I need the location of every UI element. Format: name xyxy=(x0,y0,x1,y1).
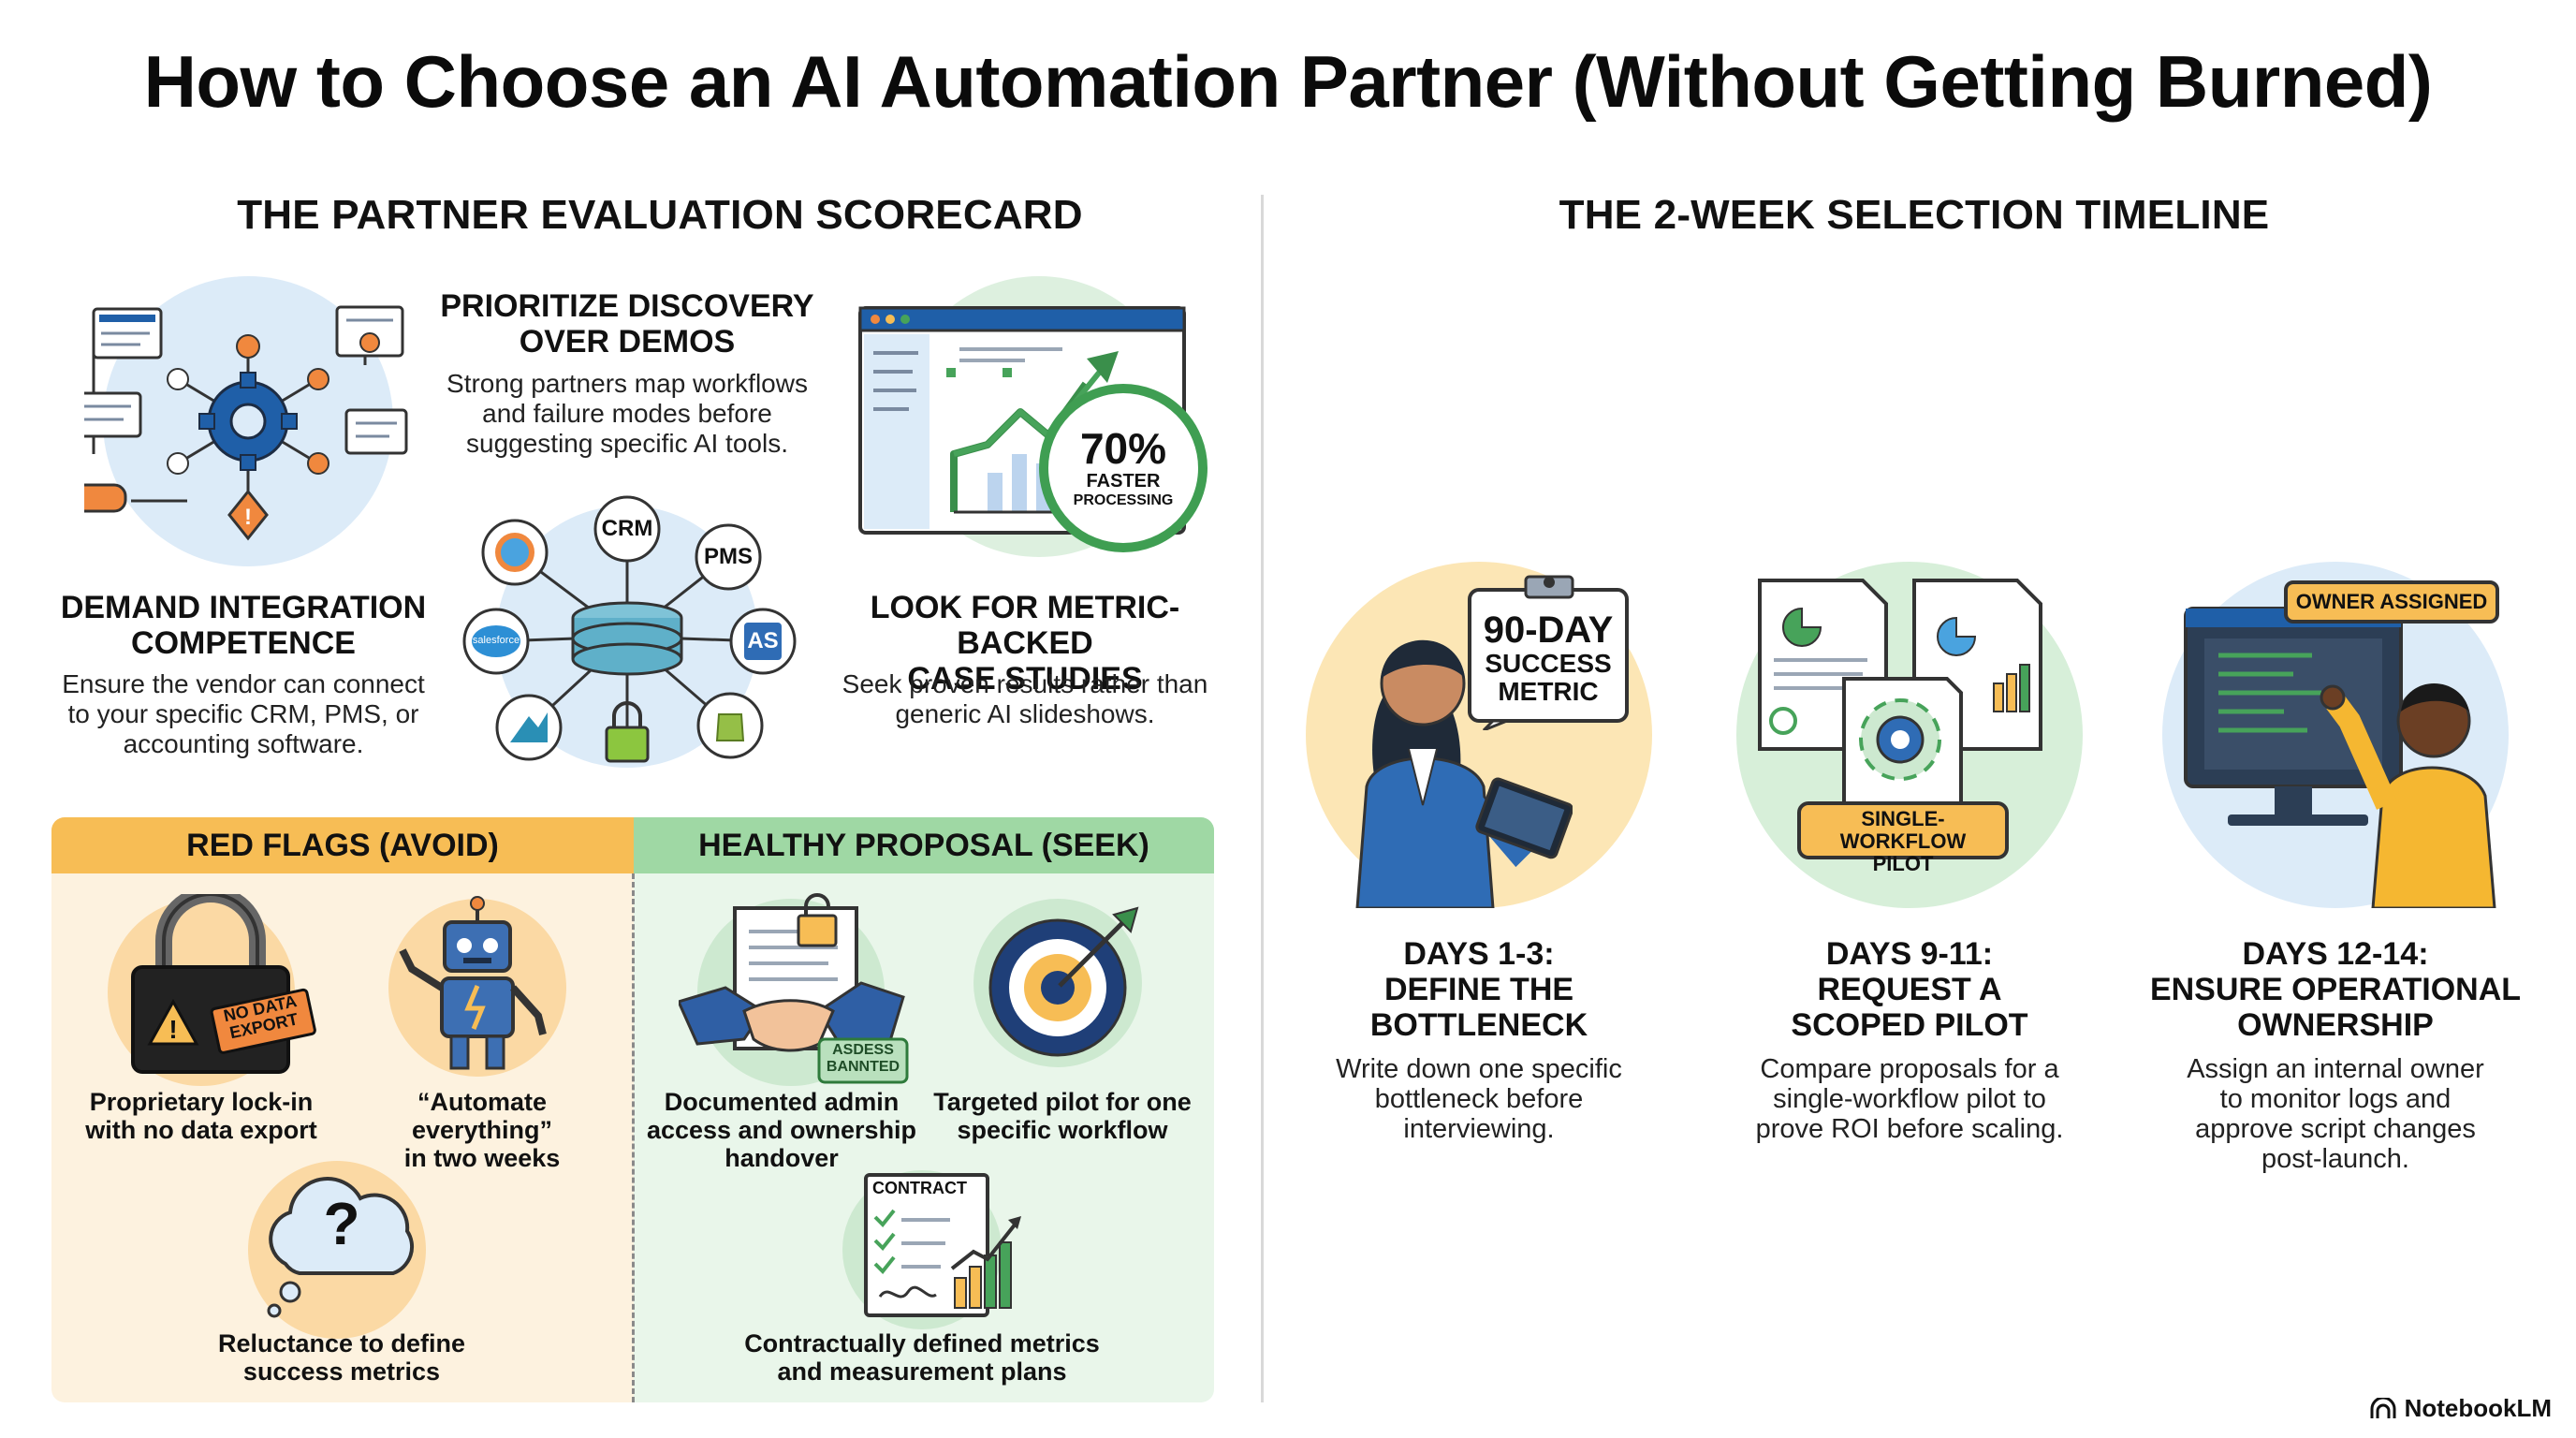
step2-heading: DAYS 9-11: REQUEST A SCOPED PILOT xyxy=(1791,936,2028,1043)
contract-document-icon xyxy=(864,1173,1021,1317)
metric-badge-text: 70% FASTER PROCESSING xyxy=(1073,424,1174,508)
integration-title: DEMAND INTEGRATION COMPETENCE xyxy=(60,590,427,661)
step2-body: Compare proposals for a single-workflow … xyxy=(1755,1054,2064,1144)
step1-heading: DAYS 1-3: DEFINE THE BOTTLENECK xyxy=(1369,936,1588,1043)
timeline-heading: THE 2-WEEK SELECTION TIMELINE xyxy=(1559,192,2270,238)
crm-node-label: CRM xyxy=(601,516,653,541)
question-mark: ? xyxy=(323,1190,360,1257)
metric-badge xyxy=(1039,384,1208,552)
metrics-body: Seek proven results rather than generic … xyxy=(842,669,1208,728)
discovery-title: PRIORITIZE DISCOVERY OVER DEMOS xyxy=(440,288,814,360)
red-flags-heading: RED FLAGS (AVOID) xyxy=(51,817,634,873)
question-cloud-icon xyxy=(267,1177,415,1318)
red-flag-no-metrics: Reluctance to define success metrics xyxy=(217,1329,466,1386)
clipboard-badge-icon xyxy=(1468,575,1629,730)
database-hub-icon xyxy=(462,495,797,763)
contract-label: CONTRACT xyxy=(872,1179,967,1197)
step1-body: Write down one specific bottleneck befor… xyxy=(1336,1054,1622,1144)
healthy-proposal-heading: HEALTHY PROPOSAL (SEEK) xyxy=(634,817,1214,873)
notebooklm-logo-icon xyxy=(2370,1397,2396,1418)
man-monitor-icon xyxy=(2184,607,2496,908)
integration-body: Ensure the vendor can connect to your sp… xyxy=(62,669,425,758)
padlock-icon: ! xyxy=(131,894,316,1074)
healthy-targeted-pilot: Targeted pilot for one specific workflow xyxy=(933,1088,1192,1144)
brand-name: NotebookLM xyxy=(2404,1394,2552,1422)
success-metric-badge: 90-DAY SUCCESS METRIC xyxy=(1483,609,1614,706)
healthy-admin-access: Documented admin access and ownership ha… xyxy=(646,1088,917,1172)
workflow-map-icon: ! xyxy=(84,305,408,541)
documents-gear-icon xyxy=(1758,579,2042,859)
as-node-label: AS xyxy=(747,628,779,653)
svg-text:!: ! xyxy=(168,1015,177,1044)
panel-divider xyxy=(632,873,635,1402)
salesforce-node-label: salesforce xyxy=(472,635,520,646)
notebooklm-brand: NotebookLM xyxy=(2369,1394,2552,1423)
discovery-body: Strong partners map workflows and failur… xyxy=(446,369,808,458)
target-icon xyxy=(988,906,1139,1057)
pms-node-label: PMS xyxy=(703,544,753,569)
metrics-title: LOOK FOR METRIC-BACKED CASE STUDIES xyxy=(870,590,1180,697)
red-flag-lock-in: Proprietary lock-in with no data export xyxy=(85,1088,317,1144)
step3-heading: DAYS 12-14: ENSURE OPERATIONAL OWNERSHIP xyxy=(2149,936,2522,1043)
scorecard-heading: THE PARTNER EVALUATION SCORECARD xyxy=(237,192,1083,238)
owner-assigned-badge: OWNER ASSIGNED xyxy=(2284,580,2499,624)
handshake-document-icon xyxy=(679,893,909,1084)
robot-icon xyxy=(399,896,547,1070)
single-workflow-pilot-badge: SINGLE-WORKFLOW PILOT xyxy=(1839,807,1967,875)
section-divider xyxy=(1261,195,1264,1402)
page-title: How to Choose an AI Automation Partner (… xyxy=(143,40,2433,123)
healthy-contract-metrics: Contractually defined metrics and measur… xyxy=(744,1329,1100,1386)
svg-text:!: ! xyxy=(244,505,252,530)
step3-body: Assign an internal owner to monitor logs… xyxy=(2187,1054,2484,1174)
red-flag-automate-everything: “Automate everything” in two weeks xyxy=(403,1088,561,1172)
woman-tablet-icon xyxy=(1355,639,1573,908)
assess-stamp: ASDESS BANNTED xyxy=(826,1042,900,1075)
